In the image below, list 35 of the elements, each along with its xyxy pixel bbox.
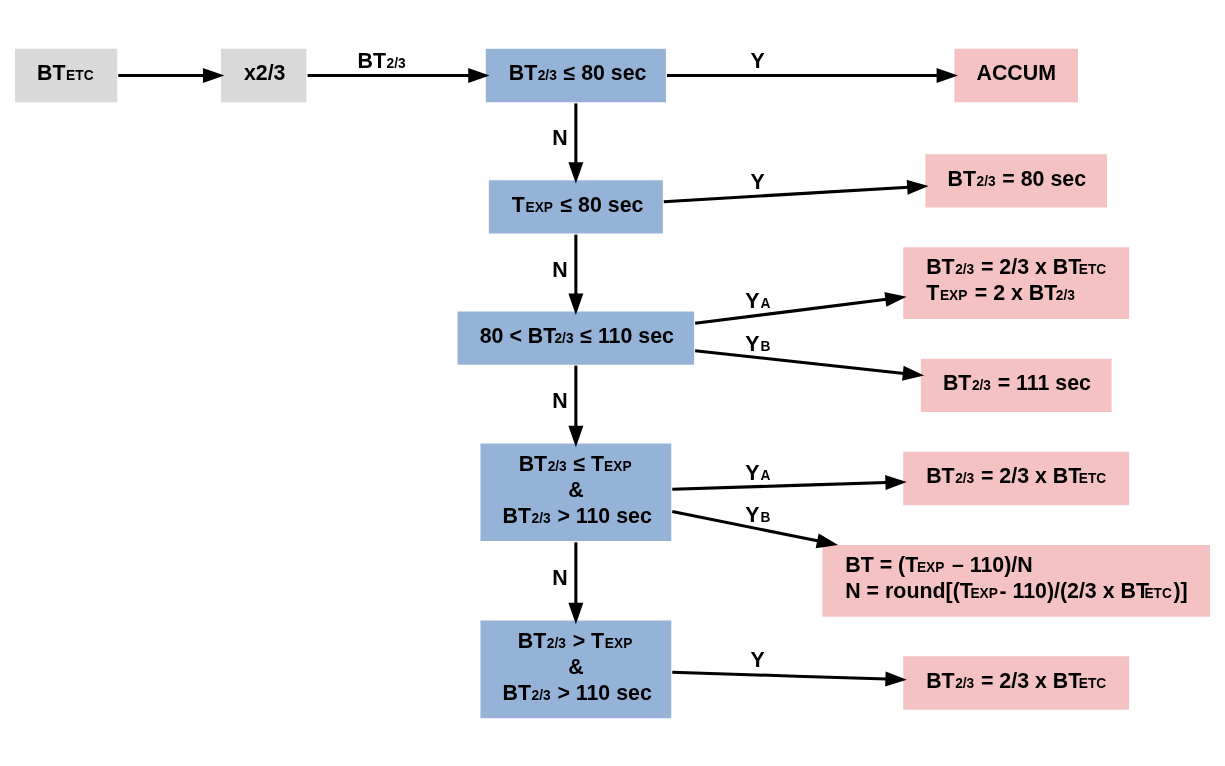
node-box: TEXP ≤ 80 sec [487,178,665,235]
node-box: 80 < BT2/3 ≤ 110 sec [456,309,696,366]
edge-label: YA [745,288,771,313]
edge-label: N [552,257,568,282]
edge-label: BT2/3 [357,48,406,73]
node-box: BT2/3 = 111 sec [919,356,1114,414]
edge-label: Y [750,647,765,672]
edge-label: YB [745,331,771,356]
node-box: x2/3 [219,46,308,104]
edge-label: N [552,565,568,590]
edge-label: N [552,125,568,150]
arrow [672,474,907,491]
node-box: BTETC [13,46,119,104]
edge-label: Y [750,169,765,194]
node-box: BT2/3 ≤ 80 sec [484,46,668,104]
edge-label: YB [745,502,771,527]
edge-label: Y [750,48,765,73]
arrow [672,670,907,686]
edge-label: YA [745,460,771,485]
node-box: BT2/3 ≤ TEXP & BT2/3 > 110 sec [478,441,673,543]
arrow [694,291,907,325]
edge-label: N [552,388,568,413]
arrow [568,541,584,624]
arrow [666,67,958,83]
node-box: ACCUM [952,46,1080,104]
arrow [307,67,490,83]
node-box: BT2/3 = 80 sec [923,152,1109,209]
arrow [671,509,839,548]
arrow [663,179,929,203]
node-box: BT2/3 > TEXP & BT2/3 > 110 sec [478,618,673,720]
arrow [568,234,584,315]
arrow [568,102,584,184]
arrow [568,365,584,447]
arrow [118,67,225,83]
arrow [695,348,925,381]
